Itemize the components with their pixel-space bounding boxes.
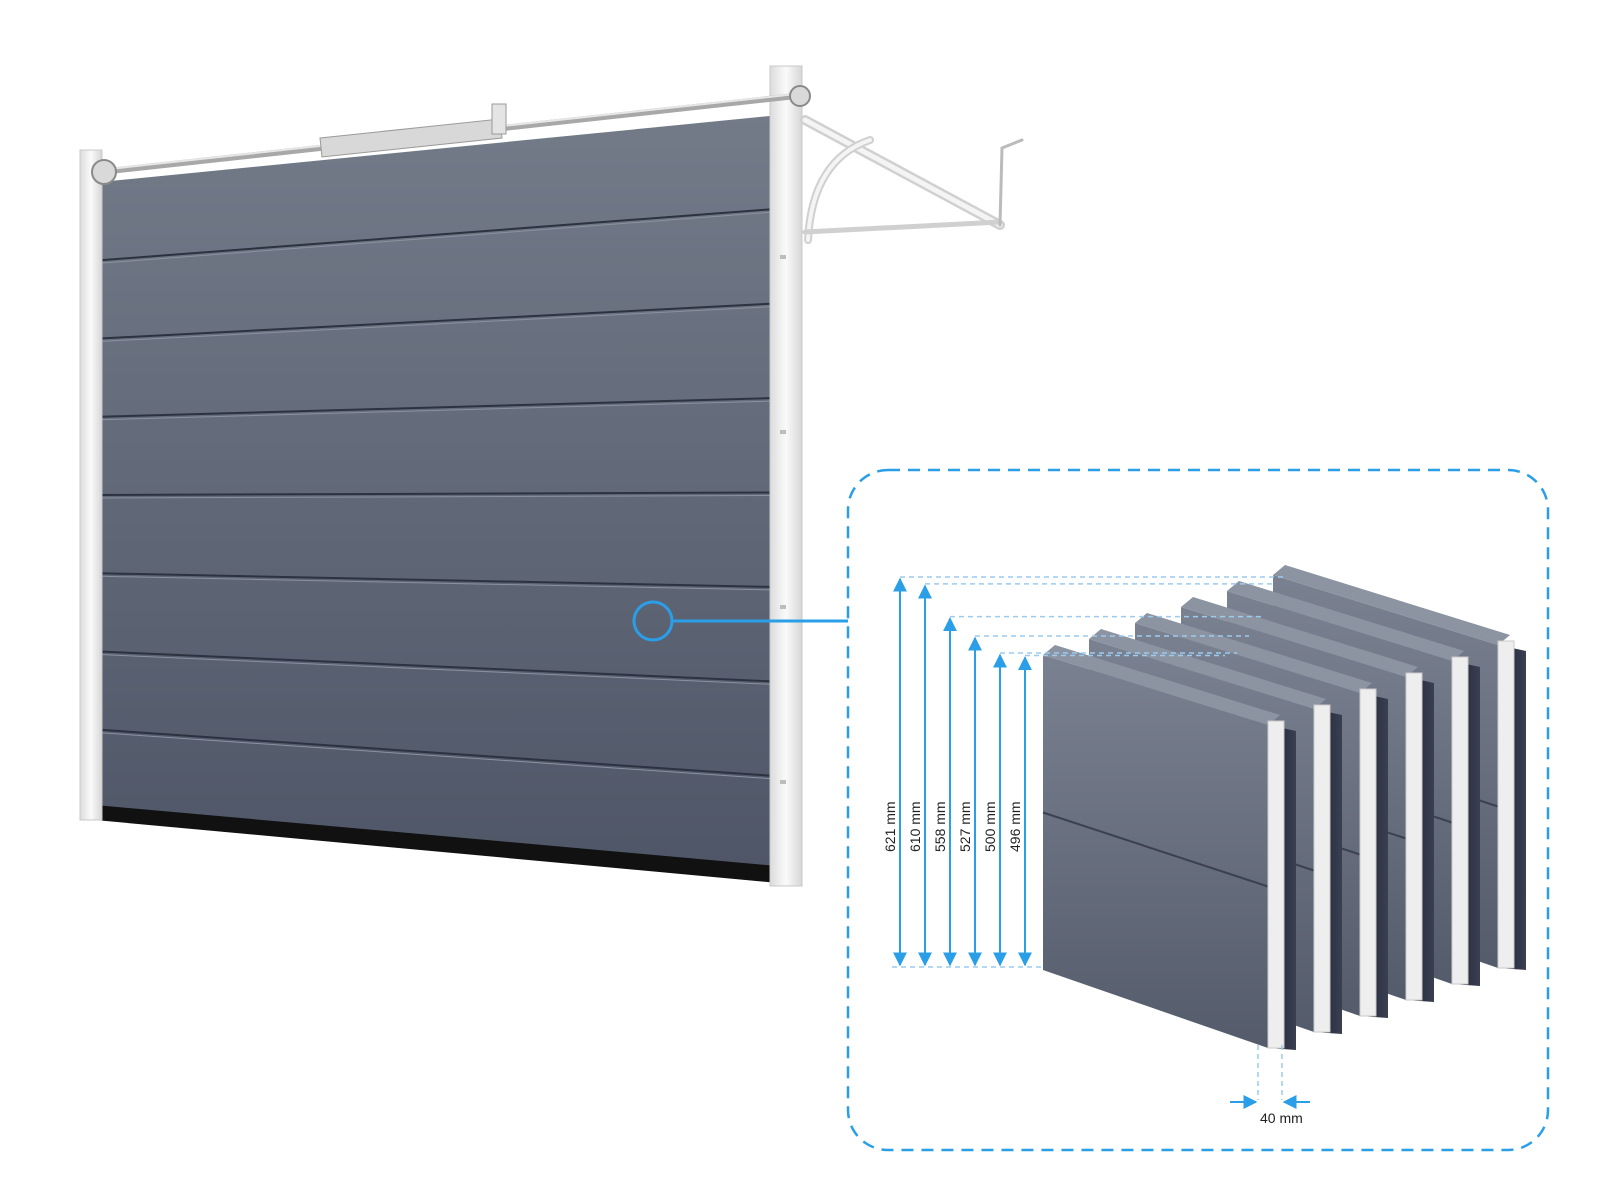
panel-section-profiles xyxy=(1042,565,1526,1050)
door-section-grooves xyxy=(99,208,771,780)
door-groove xyxy=(99,728,771,777)
section-top-rib xyxy=(1089,629,1326,709)
cable-drum-left xyxy=(91,159,117,185)
bottom-seal xyxy=(95,805,800,885)
height-label: 558 mm xyxy=(932,801,948,852)
jamb-screws xyxy=(780,255,786,784)
zoom-callout xyxy=(632,468,1550,1152)
right-frame-jamb xyxy=(769,65,803,887)
height-label: 610 mm xyxy=(907,801,923,852)
height-dimension: 610 mm xyxy=(907,583,1273,967)
section-edge-insulation xyxy=(1497,640,1515,969)
callout-frame xyxy=(846,468,1550,1152)
section-edge-insulation xyxy=(1405,672,1423,1001)
section-edge-insulation xyxy=(1267,720,1285,1049)
section-groove xyxy=(1042,811,1269,888)
section-height-dimensions: 621 mm 610 mm 558 mm 527 mm 500 mm 496 mm xyxy=(882,576,1285,968)
section-edge-insulation xyxy=(1313,704,1331,1033)
door-groove xyxy=(99,650,771,683)
garage-door xyxy=(79,65,1024,887)
section-top-rib xyxy=(1273,565,1510,645)
cable-drum-right xyxy=(789,85,811,107)
section-edge-insulation xyxy=(1359,688,1377,1017)
section-profile xyxy=(1042,645,1296,1050)
door-groove xyxy=(99,491,771,496)
door-groove-highlight xyxy=(99,732,771,780)
height-dimension: 527 mm xyxy=(957,635,1249,967)
door-groove-highlight xyxy=(99,306,771,342)
section-top-rib xyxy=(1135,613,1372,693)
door-groove-highlight xyxy=(99,211,771,264)
left-frame-jamb xyxy=(79,149,103,821)
door-groove-highlight xyxy=(99,575,771,591)
door-groove xyxy=(99,208,771,262)
thickness-label: 40 mm xyxy=(1260,1110,1303,1126)
height-dimension: 500 mm xyxy=(982,652,1237,967)
section-edge-insulation xyxy=(1451,656,1469,985)
door-groove xyxy=(99,302,771,340)
height-dimension: 621 mm xyxy=(882,576,1285,967)
section-top-rib xyxy=(1227,581,1464,661)
thickness-dimension: 40 mm xyxy=(1230,1045,1310,1126)
door-leaf xyxy=(100,115,780,870)
torsion-spring xyxy=(319,103,507,158)
door-groove-highlight xyxy=(99,495,771,499)
section-face xyxy=(1043,655,1268,1048)
height-label: 500 mm xyxy=(982,801,998,852)
height-label: 621 mm xyxy=(882,801,898,852)
height-dimension: 558 mm xyxy=(932,615,1261,967)
horizontal-track xyxy=(800,115,1024,244)
door-groove xyxy=(99,397,771,418)
door-groove-highlight xyxy=(99,654,771,685)
door-groove-highlight xyxy=(99,400,771,421)
section-top-rib xyxy=(1043,645,1280,725)
height-label: 527 mm xyxy=(957,801,973,852)
height-dimension: 496 mm xyxy=(1007,654,1225,967)
door-groove xyxy=(99,572,771,588)
height-label: 496 mm xyxy=(1007,801,1023,852)
